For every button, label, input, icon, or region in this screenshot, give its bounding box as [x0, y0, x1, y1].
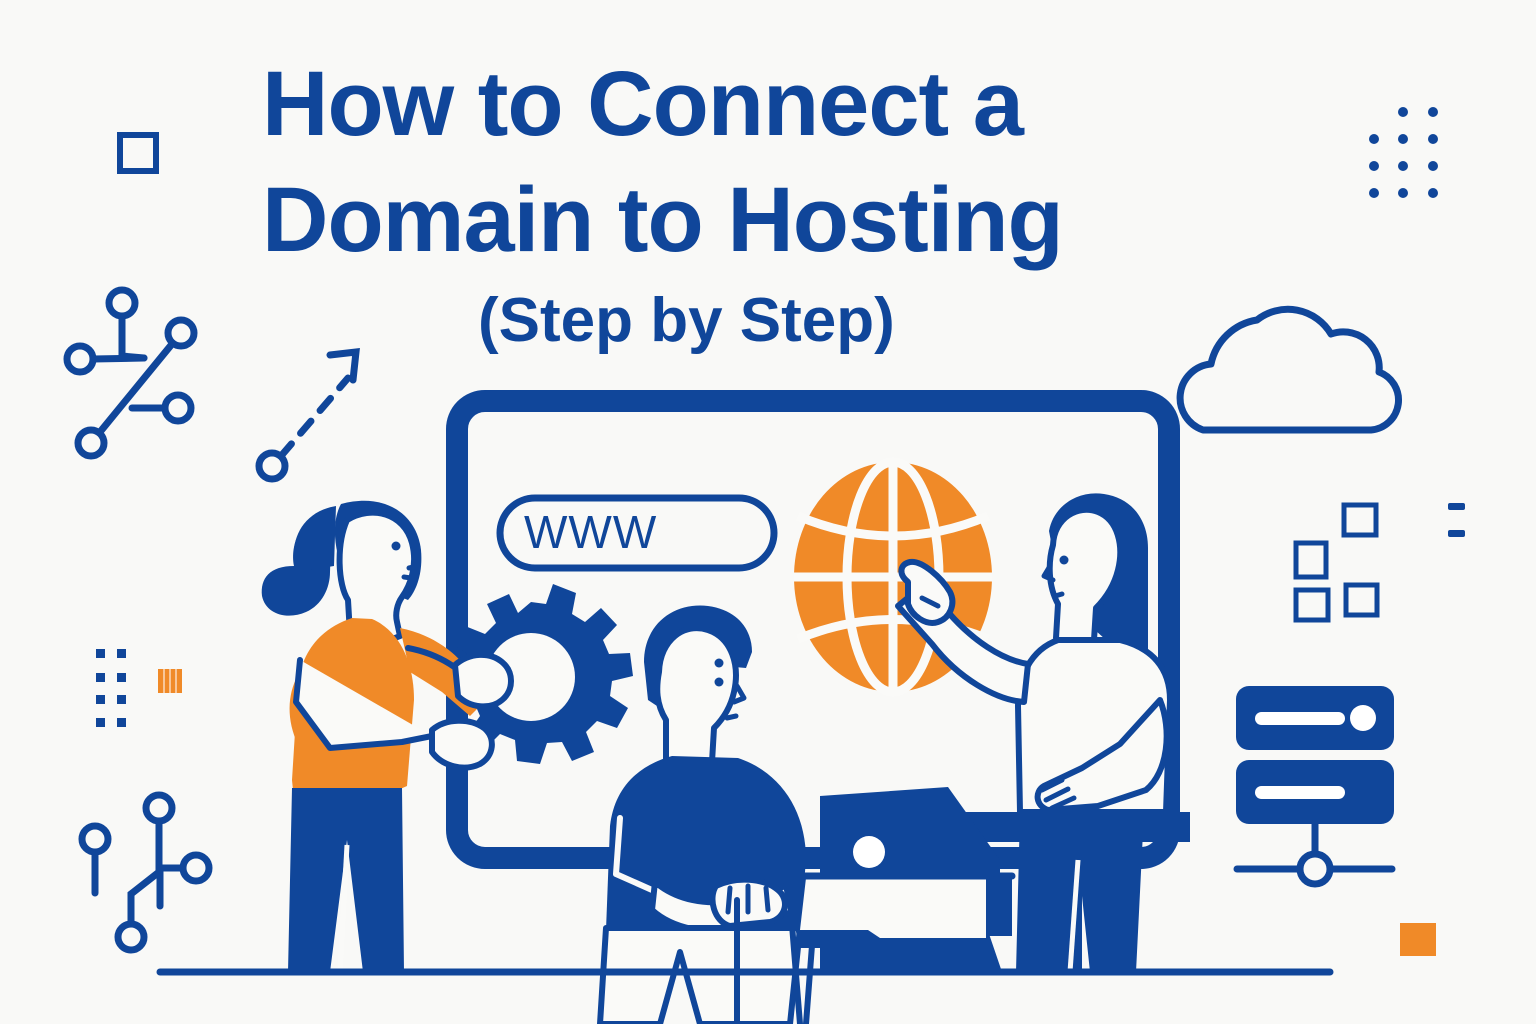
browser-window-frame[interactable] [446, 390, 1180, 869]
square-outlines-right [1293, 502, 1380, 623]
square-outline-top-left [117, 132, 159, 174]
dot-grid-left [96, 649, 126, 727]
person-right-woman-pointing [895, 493, 1173, 973]
server-stack-icon [1233, 686, 1396, 888]
address-bar[interactable]: WWW [496, 494, 778, 572]
node-network-top-left [63, 286, 198, 460]
orange-square-bottom-right [1400, 923, 1436, 956]
laptop-icon [778, 787, 1016, 972]
gear-icon [451, 584, 633, 764]
cloud-icon-right [1176, 305, 1402, 434]
person-left-woman-with-gear [261, 500, 514, 973]
address-bar-text: WWW [524, 506, 657, 558]
person-center-man-at-laptop [597, 605, 820, 1024]
dashed-arrow-up-right [255, 348, 360, 483]
orange-square-left [158, 669, 182, 693]
dash-pair-right [1448, 503, 1465, 537]
circuit-nodes-bottom-left [78, 791, 213, 954]
dot-grid-top-right [1369, 107, 1438, 198]
